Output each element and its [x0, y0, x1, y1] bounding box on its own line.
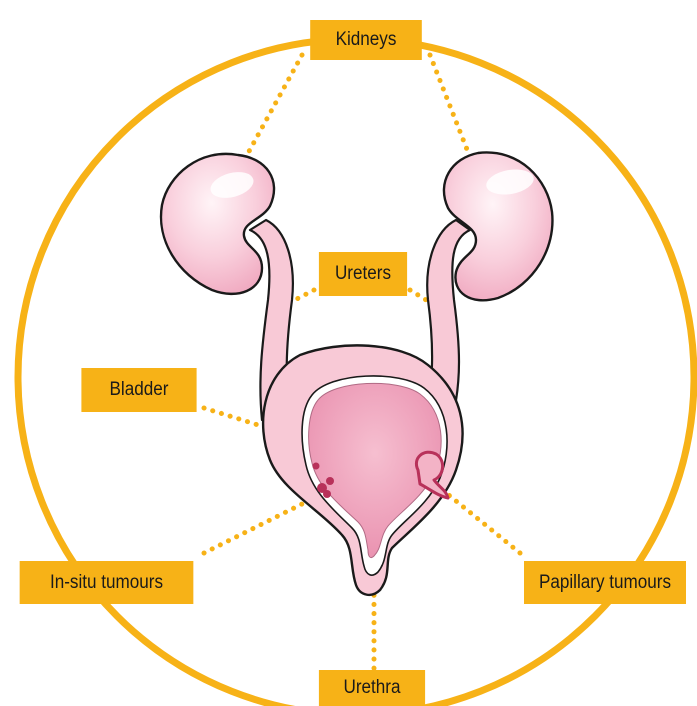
leader-kidney-right: [430, 55, 468, 152]
label-urethra: Urethra: [319, 670, 425, 706]
leader-kidney-left: [247, 55, 302, 155]
leader-papillary: [440, 488, 520, 553]
label-bladder: Bladder: [81, 368, 196, 412]
label-kidneys: Kidneys: [310, 20, 422, 60]
label-in-situ-tumours: In-situ tumours: [20, 561, 194, 604]
bladder: [263, 345, 462, 594]
label-ureters: Ureters: [319, 252, 407, 296]
leader-in-situ: [204, 495, 320, 553]
kidney-left: [161, 154, 274, 294]
label-papillary-tumours: Papillary tumours: [524, 561, 686, 604]
